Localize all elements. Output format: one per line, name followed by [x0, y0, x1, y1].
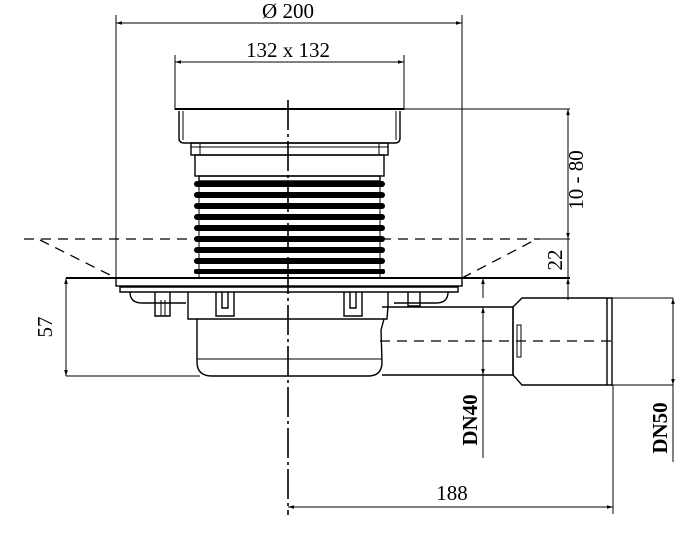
grate-frame: [175, 108, 570, 182]
label-outlet-dn50: DN50: [648, 402, 672, 453]
label-flange-height: 22: [543, 250, 567, 271]
dim-flange-diameter: Ø 200: [115, 0, 463, 280]
dim-grate-size: 132 x 132: [174, 38, 405, 110]
label-flange-diameter: Ø 200: [262, 0, 314, 23]
floor-level-lines: [24, 238, 540, 279]
outlet-pipe: [380, 297, 673, 386]
label-body-height: 57: [33, 317, 57, 338]
dim-outlet-dn40: DN40: [458, 278, 485, 458]
dim-outlet-length: 188: [288, 385, 614, 514]
ribbed-body: [194, 181, 385, 277]
label-outlet-length: 188: [436, 481, 468, 505]
flange: [66, 277, 570, 317]
label-grate-size: 132 x 132: [246, 38, 330, 62]
label-height-adjust: 10 - 80: [564, 150, 588, 210]
label-outlet-dn40: DN40: [458, 394, 482, 445]
dim-outlet-dn50: DN50: [648, 298, 675, 462]
dim-flange-height: 22: [543, 239, 570, 300]
dim-body-height: 57: [33, 278, 200, 377]
drain-body: [187, 292, 389, 377]
dim-height-adjust: 10 - 80: [540, 109, 588, 240]
